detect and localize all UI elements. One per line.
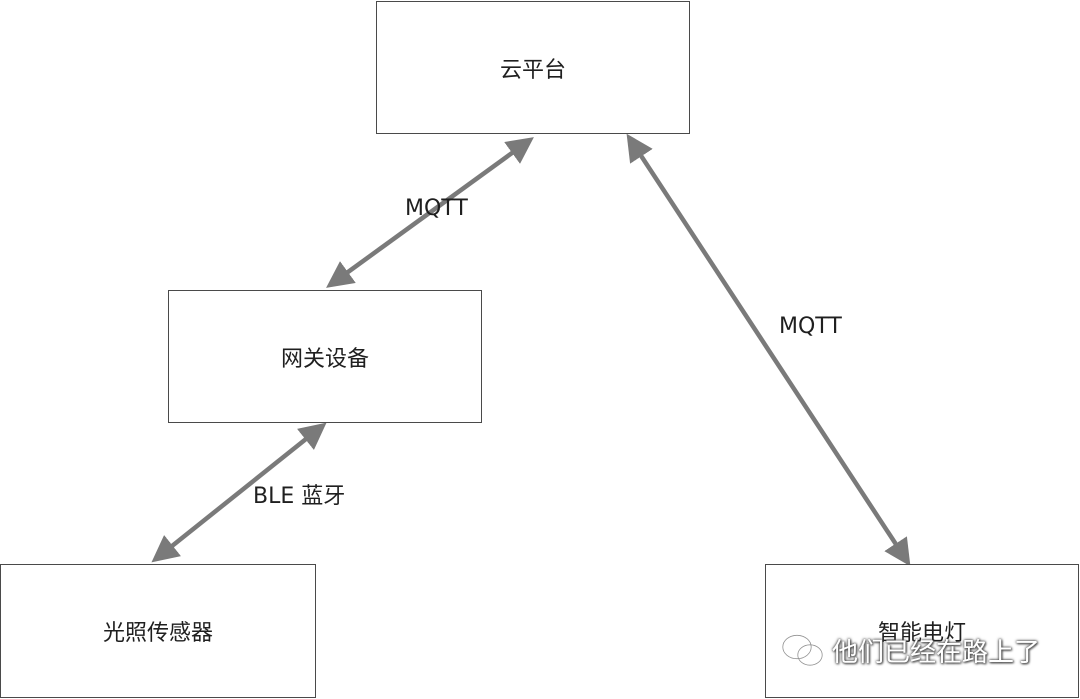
node-smart-lamp: 智能电灯 <box>765 564 1079 698</box>
node-gateway-device: 网关设备 <box>168 290 482 423</box>
edge-cloud-gateway <box>326 137 534 288</box>
node-cloud-platform-label: 云平台 <box>499 57 566 83</box>
edge-label-gateway-sensor: BLE 蓝牙 <box>253 484 346 509</box>
wechat-icon <box>782 634 823 666</box>
node-smart-lamp-label: 智能电灯 <box>877 621 966 646</box>
node-light-sensor-label: 光照传感器 <box>102 621 213 646</box>
edge-label-cloud-lamp: MQTT <box>779 314 842 339</box>
watermark-text: 他们已经在路上了 <box>832 638 1041 668</box>
node-gateway-device-label: 网关设备 <box>280 346 369 372</box>
edge-cloud-lamp <box>626 133 911 567</box>
node-cloud-platform: 云平台 <box>376 1 690 134</box>
edge-gateway-sensor <box>151 422 327 563</box>
watermark: 他们已经在路上了 <box>782 632 1040 669</box>
node-light-sensor: 光照传感器 <box>0 564 316 698</box>
edge-label-cloud-gateway: MQTT <box>405 196 468 221</box>
